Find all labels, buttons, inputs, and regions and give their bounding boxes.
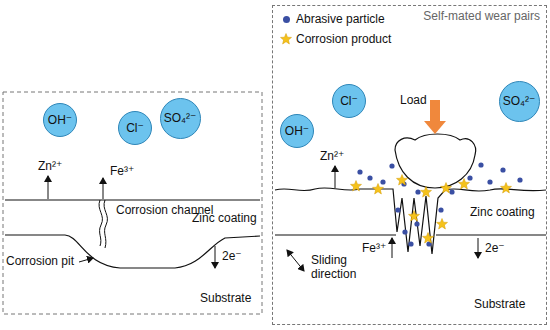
counterface xyxy=(395,134,476,188)
legend-star xyxy=(280,33,292,45)
legend-swatch xyxy=(283,16,290,23)
label: 2e⁻ xyxy=(222,250,242,264)
label: Load xyxy=(400,94,427,108)
ion-circle: SO₄²⁻ xyxy=(160,98,201,139)
ion-label: Cl⁻ xyxy=(126,121,144,135)
ion-label: OH⁻ xyxy=(285,124,309,138)
ion-label: Cl⁻ xyxy=(340,94,358,108)
ion-label: SO₄²⁻ xyxy=(503,94,536,108)
label: Zinc coating xyxy=(192,212,257,226)
abrasive-particles xyxy=(357,162,522,246)
label: Substrate xyxy=(474,298,525,312)
label: Zn²⁺ xyxy=(38,160,62,174)
legend-text: Abrasive particle xyxy=(296,12,385,26)
legend-text: Corrosion product xyxy=(296,32,391,46)
label: Fe³⁺ xyxy=(110,165,134,179)
legend-item: Corrosion product xyxy=(280,32,391,46)
label: Sliding direction xyxy=(311,254,369,282)
ion-circle: Cl⁻ xyxy=(118,111,152,145)
label: 2e⁻ xyxy=(485,242,505,256)
label: Substrate xyxy=(200,292,251,306)
ion-circle: OH⁻ xyxy=(280,114,314,148)
panel-heading: Self-mated wear pairs xyxy=(423,9,540,23)
ion-circle: OH⁻ xyxy=(43,103,77,137)
label: Zn²⁺ xyxy=(320,150,344,164)
ion-circle: Cl⁻ xyxy=(332,84,366,118)
ion-label: SO₄²⁻ xyxy=(164,111,197,125)
label: Zinc coating xyxy=(470,206,535,220)
label: Corrosion pit xyxy=(6,255,74,269)
panel-frame xyxy=(3,92,262,314)
legend-item: Abrasive particle xyxy=(280,12,385,26)
label: Fe³⁺ xyxy=(362,242,386,256)
worn-surface xyxy=(275,188,546,254)
ion-circle: SO₄²⁻ xyxy=(499,81,540,122)
ion-label: OH⁻ xyxy=(48,113,72,127)
corrosion-pit xyxy=(5,235,260,268)
